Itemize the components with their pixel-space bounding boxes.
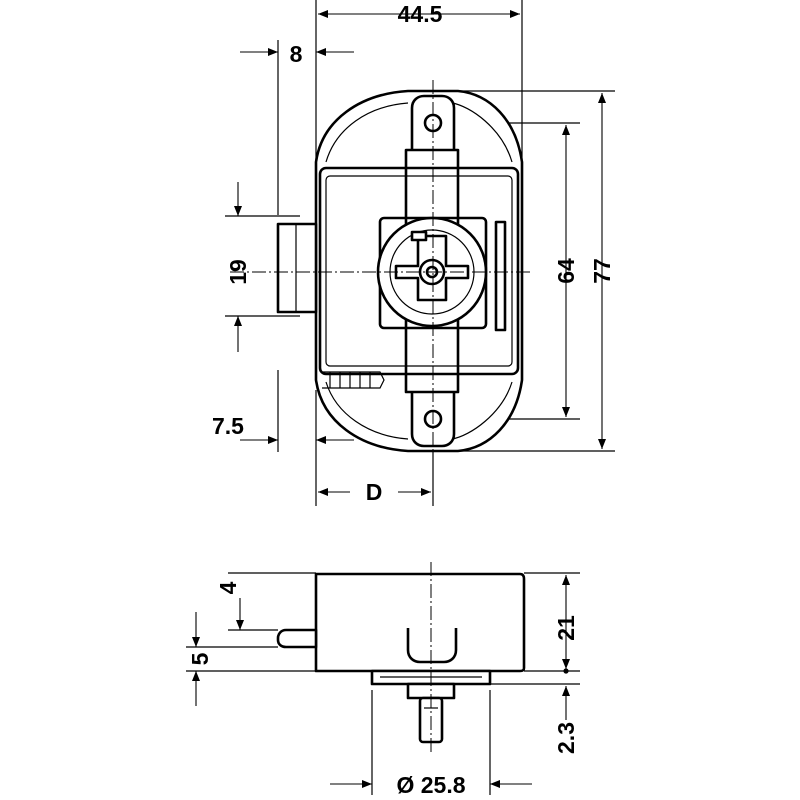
dim-label-bolt-height: 19 [225,259,251,285]
side-body [314,572,526,673]
dim-label-height-total: 77 [589,258,615,284]
dim-label-width: 44.5 [398,1,443,27]
dim-label-side-top: 4 [215,581,241,594]
side-latch-bolt [276,628,318,649]
dim-label-backset: D [366,479,383,505]
dim-label-side-height: 21 [553,615,579,641]
side-view [186,562,580,795]
dim-label-height-inner: 64 [553,258,579,284]
dim-label-offset-bottom: 7.5 [212,413,244,439]
side-slot [494,220,507,332]
latch-bolt [276,222,318,314]
lock-body-frame [318,166,520,376]
front-view [225,0,615,506]
dim-label-side-pin: 2.3 [553,722,579,754]
dim-label-side-bolt: 5 [187,652,213,665]
dim-label-diameter: Ø 25.8 [396,772,465,798]
dim-label-offset-top: 8 [290,41,303,67]
